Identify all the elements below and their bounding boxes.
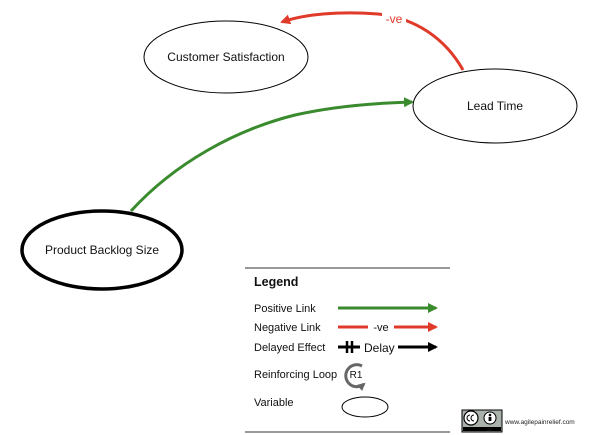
creative-commons-badge: BY	[461, 409, 503, 433]
product-backlog-size-label: Product Backlog Size	[45, 243, 159, 257]
product-backlog-size-node[interactable]	[20, 209, 184, 291]
positive-link-backlog-to-lead-time	[129, 97, 414, 213]
customer-satisfaction-label: Customer Satisfaction	[167, 50, 284, 64]
attribution-icon-body	[488, 417, 492, 421]
legend-negative-arrow-label: -ve	[373, 322, 388, 334]
legend-variable-label: Variable	[254, 397, 294, 409]
legend-negative-link-label: Negative Link	[254, 322, 321, 334]
credit-website[interactable]: www.agilepainrelief.com	[504, 419, 575, 426]
cc-icon-letters	[466, 414, 475, 422]
lead-time-node[interactable]	[412, 68, 578, 144]
legend-reinforcing-loop-label: Reinforcing Loop	[254, 369, 337, 381]
cc-license-badge: BY	[487, 427, 493, 432]
negative-label-background	[382, 11, 406, 27]
legend-variable-shape	[341, 396, 389, 418]
legend-delay-label-background	[360, 340, 398, 354]
legend-title: Legend	[254, 275, 298, 289]
legend-delayed-effect-label: Delayed Effect	[254, 342, 325, 354]
lead-time-label: Lead Time	[467, 99, 523, 113]
legend: Legend Positive Link Negative Link -ve D…	[245, 267, 450, 433]
cc-badge-strip	[463, 427, 501, 431]
negative-link-label: -ve	[386, 12, 403, 26]
legend-positive-link-label: Positive Link	[254, 303, 316, 315]
reinforcing-loop-icon: R1	[344, 363, 366, 391]
negative-link-lead-time-to-customer-satisfaction	[280, 11, 465, 71]
reinforcing-loop-icon-label: R1	[350, 370, 363, 381]
attribution-icon-head	[488, 413, 492, 417]
legend-negative-label-background	[368, 320, 394, 334]
legend-delay-label: Delay	[364, 341, 395, 355]
customer-satisfaction-node[interactable]	[143, 20, 309, 94]
